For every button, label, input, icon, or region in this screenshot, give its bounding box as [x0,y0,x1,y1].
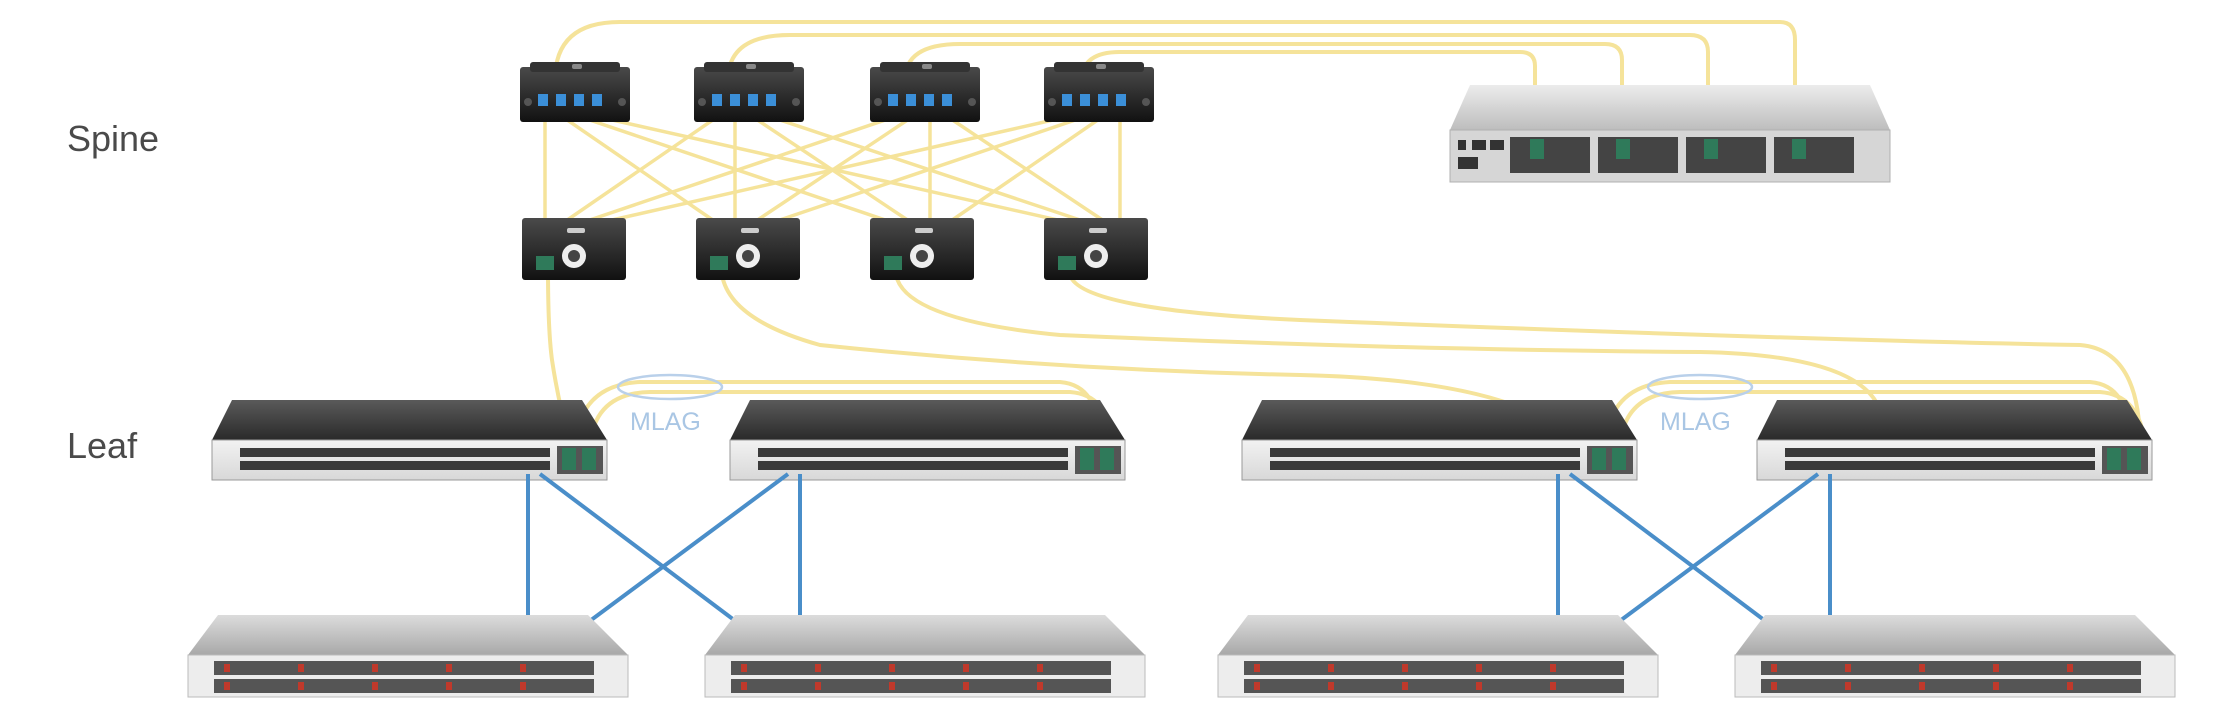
leaf-switch-group [211,400,2153,481]
fiber-module-icon [870,218,974,280]
leaf-tier-label: Leaf [67,425,138,466]
spine-cassette-group [520,62,1154,122]
mlag-label: MLAG [1660,408,1731,436]
server-group [187,615,2176,698]
rack-server-icon [187,615,629,698]
ethernet-switch-icon [1756,400,2153,481]
fiber-module-icon [696,218,800,280]
rack-server-icon [1734,615,2176,698]
rack-server-icon [704,615,1146,698]
mlag-label: MLAG [630,408,701,436]
mpo-cassette-icon [1044,62,1154,122]
spine-tier-label: Spine [67,118,160,159]
rack-server-icon [1217,615,1659,698]
spine-mesh-cables [543,113,1122,227]
mlag-ring-group [616,373,1754,401]
ethernet-switch-icon [729,400,1126,481]
rack-switch-icon [1449,85,1891,183]
fiber-module-icon [1044,218,1148,280]
copper-server-cables [526,472,1832,634]
ethernet-switch-icon [211,400,608,481]
mpo-cassette-icon [694,62,804,122]
fiber-module-icon [522,218,626,280]
mlag-ring [1646,373,1754,401]
mpo-cassette-icon [870,62,980,122]
mpo-cassette-icon [520,62,630,122]
fan-out-module-group [522,218,1148,280]
mlag-ring [616,373,724,401]
ethernet-switch-icon [1241,400,1638,481]
